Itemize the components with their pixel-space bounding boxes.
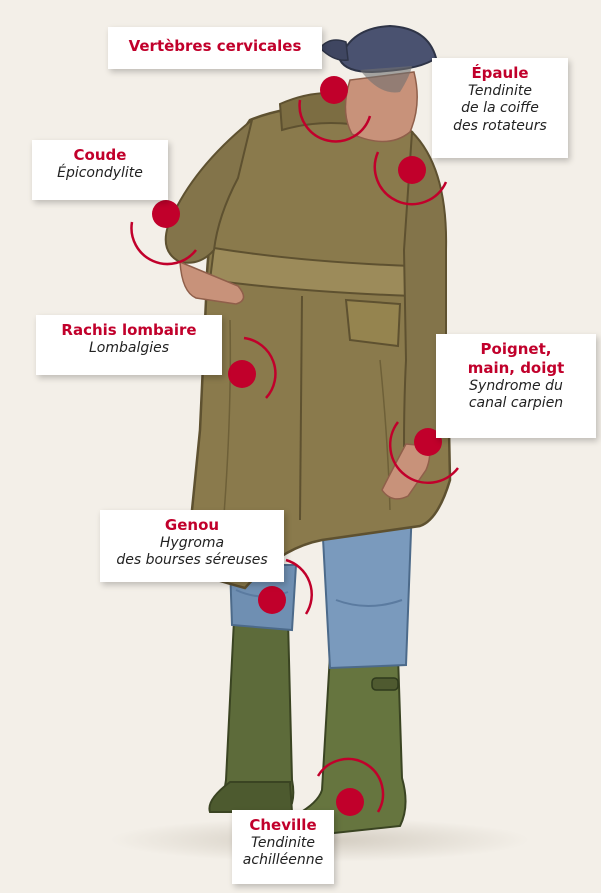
label-genou-line-1: Hygroma [108,535,276,553]
label-cervicales-title: Vertèbres cervicales [116,37,314,56]
label-poignet: Poignet, main, doigt Syndrome du canal c… [436,334,596,438]
label-epaule: Épaule Tendinite de la coiffe des rotate… [432,58,568,158]
label-coude-title: Coude [40,146,160,165]
label-cheville-title: Cheville [240,816,326,835]
label-poignet-line-2: canal carpien [444,395,588,413]
label-genou: Genou Hygroma des bourses séreuses [100,510,284,582]
label-coude-line-1: Épicondylite [40,165,160,183]
label-epaule-title: Épaule [440,64,560,83]
label-poignet-line-1: Syndrome du [444,378,588,396]
label-epaule-line-3: des rotateurs [440,118,560,136]
label-poignet-title-2: main, doigt [444,359,588,378]
label-cheville-line-1: Tendinite [240,835,326,853]
label-poignet-title-1: Poignet, [444,340,588,359]
label-cheville-line-2: achilléenne [240,852,326,870]
label-epaule-line-2: de la coiffe [440,100,560,118]
label-coude: Coude Épicondylite [32,140,168,200]
label-lombaire: Rachis lombaire Lombalgies [36,315,222,375]
label-lombaire-title: Rachis lombaire [44,321,214,340]
label-epaule-line-1: Tendinite [440,83,560,101]
label-genou-title: Genou [108,516,276,535]
label-genou-line-2: des bourses séreuses [108,552,276,570]
label-lombaire-line-1: Lombalgies [44,340,214,358]
label-cheville: Cheville Tendinite achilléenne [232,810,334,884]
label-cervicales: Vertèbres cervicales [108,27,322,69]
